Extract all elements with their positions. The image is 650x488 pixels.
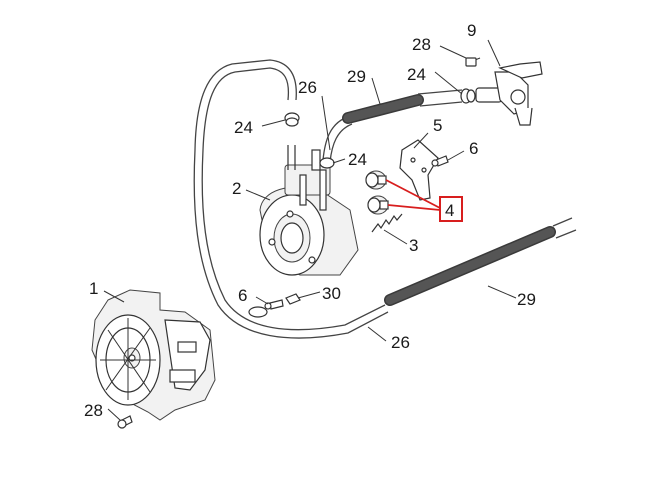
leader-lines [103,39,517,421]
callout-24-right: 24 [407,65,426,84]
callout-6-lower: 6 [238,286,247,305]
air-filter-housing-1 [91,289,216,421]
callout-29-upper: 29 [347,67,366,86]
hose-upper-extension [417,89,463,107]
fuel-hose-loop [201,67,386,331]
callout-24-center: 24 [348,150,367,169]
callout-9: 9 [467,21,476,40]
callout-28-bottom: 28 [84,401,103,420]
screw-6-lower [264,299,284,310]
callout-28-top: 28 [412,35,431,54]
callout-26-upper: 26 [298,78,317,97]
screw-28-top [465,57,481,67]
callout-29-lower: 29 [517,290,536,309]
hose-tail-lower [552,217,577,239]
carburettor-body-2 [259,145,359,276]
fuel-hose-upper [322,117,353,163]
callout-3: 3 [409,236,418,255]
callout-24-left: 24 [234,118,253,137]
fuel-hose-loop-inner [193,59,389,339]
screw-6-right [431,155,449,167]
highlight-part-4 [385,179,463,222]
primer-knob-lower [367,195,389,215]
clamp-24-center [319,157,335,169]
callout-30: 30 [322,284,341,303]
callout-1: 1 [89,279,98,298]
callout-6-right: 6 [469,139,478,158]
clamp-24-right [460,88,476,104]
callout-5: 5 [433,116,442,135]
callout-2: 2 [232,179,241,198]
primer-knob-upper [365,170,387,190]
protective-sleeve-upper-highlight [343,95,423,123]
gasket-30 [248,293,301,318]
clamp-24-left [284,112,300,127]
bracket-plate-5 [399,139,439,201]
callout-26-lower: 26 [391,333,410,352]
protective-sleeve-lower-highlight [385,227,555,305]
callout-4: 4 [445,201,454,220]
spring-3 [371,213,403,233]
tee-connector-9 [475,61,543,126]
screw-28-bottom [117,415,133,429]
